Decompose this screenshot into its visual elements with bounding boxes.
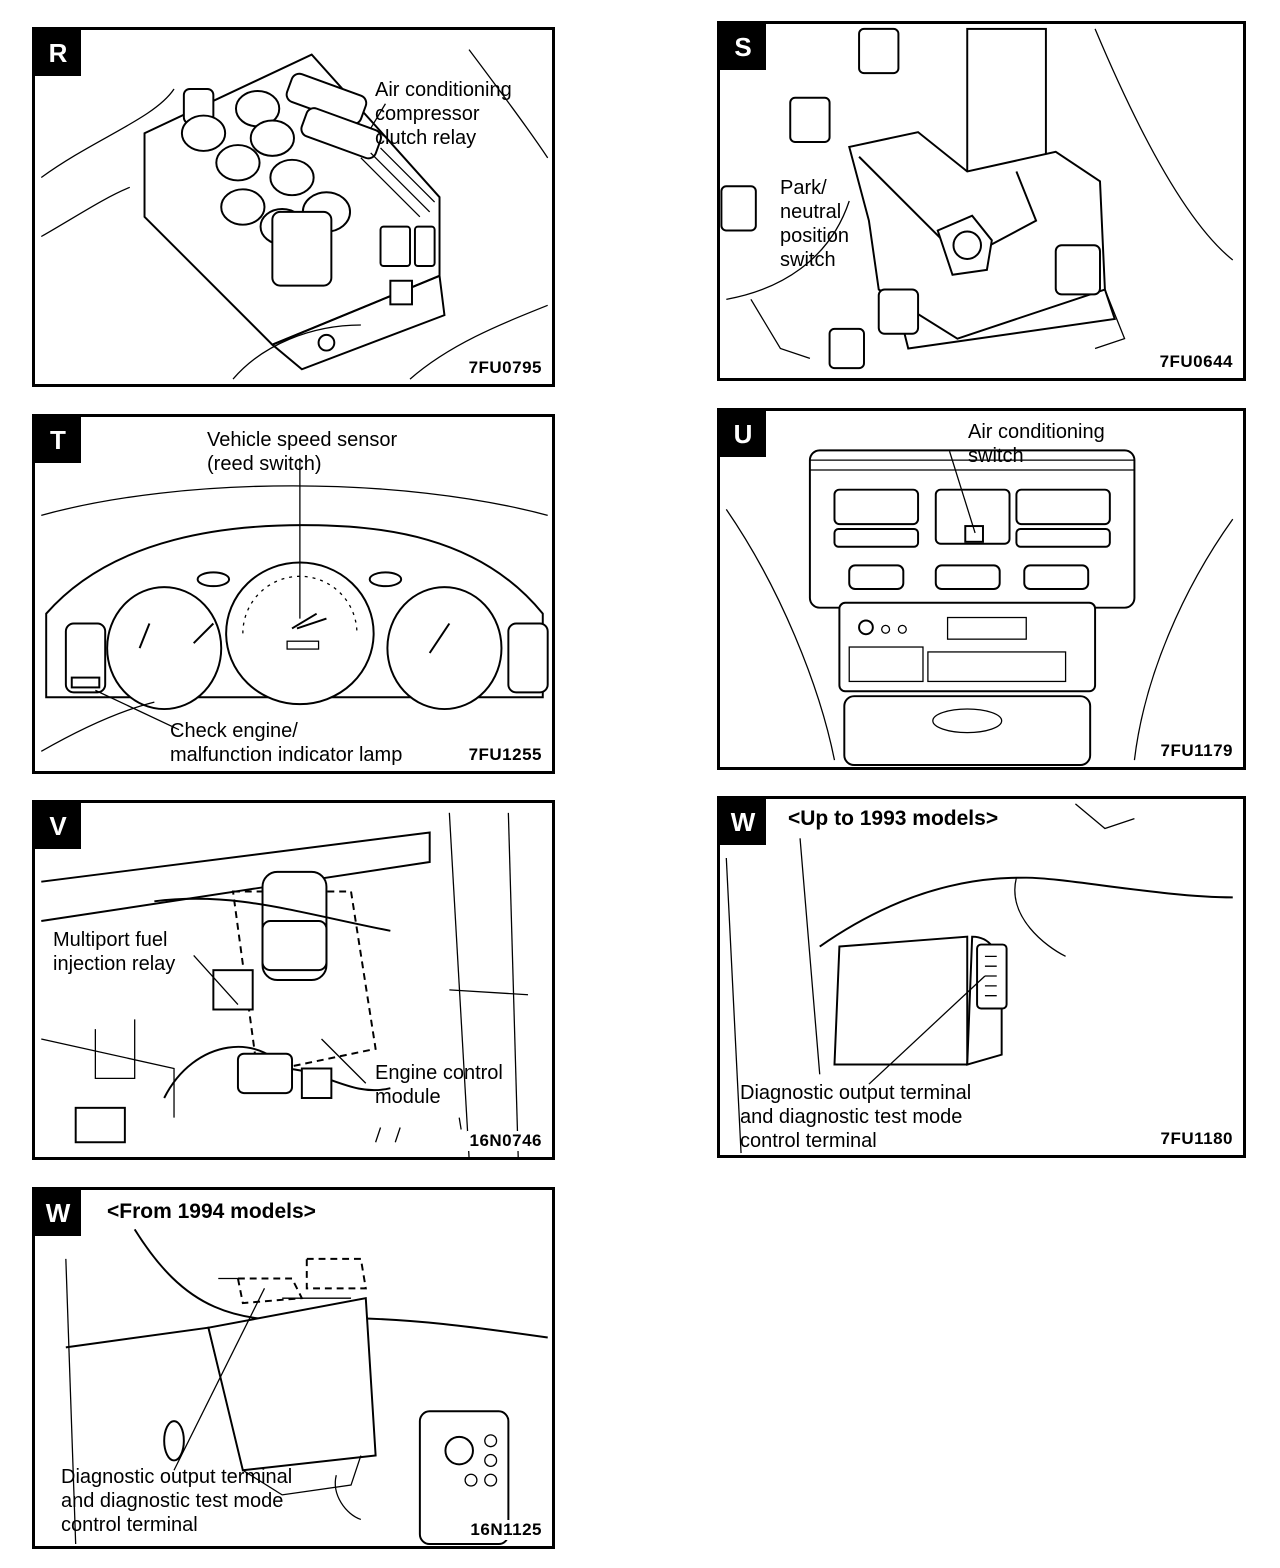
panel-letter: S — [720, 24, 766, 70]
label-multiport-fuel-injection-relay: Multiport fuel injection relay — [53, 929, 176, 975]
label-engine-control-module: Engine control module — [375, 1062, 503, 1108]
panel-s: S Park/ neutral position switch 7FU0644 — [717, 21, 1246, 381]
panel-t: T Vehicle speed sensor (reed switch) Che… — [32, 414, 555, 774]
panel-u: U Air conditioning switch 7FU1179 — [717, 408, 1246, 770]
label-diagnostic-terminal: Diagnostic output terminal and diagnosti… — [740, 1082, 972, 1152]
figure-code: 7FU0644 — [1157, 352, 1235, 372]
figure-code: 7FU1180 — [1158, 1129, 1235, 1149]
figure-code: 7FU0795 — [466, 358, 544, 378]
figure-code: 7FU1255 — [466, 745, 544, 765]
label-ac-compressor-clutch-relay: Air conditioning compressor clutch relay — [375, 79, 512, 149]
diagnostic-connector-1994-illustration — [65, 1228, 548, 1546]
label-vehicle-speed-sensor: Vehicle speed sensor (reed switch) — [207, 429, 398, 475]
figure-code: 7FU1179 — [1158, 741, 1235, 761]
label-check-engine-lamp: Check engine/ malfunction indicator lamp — [170, 720, 403, 766]
panel-header: <Up to 1993 models> — [788, 807, 999, 830]
figure-code: 16N0746 — [467, 1131, 544, 1151]
panel-w-up-to-1993: W <Up to 1993 models> Diagnostic output … — [717, 796, 1246, 1158]
panel-letter: T — [35, 417, 81, 463]
transmission-switch-illustration — [720, 27, 1234, 370]
engine-control-module-illustration — [41, 812, 529, 1157]
panel-letter: W — [35, 1190, 81, 1236]
center-console-illustration — [725, 449, 1234, 767]
figure-code: 16N1125 — [468, 1520, 544, 1540]
panel-header: <From 1994 models> — [107, 1200, 316, 1223]
instrument-cluster-illustration — [40, 458, 549, 752]
panel-letter: U — [720, 411, 766, 457]
label-diagnostic-terminal: Diagnostic output terminal and diagnosti… — [61, 1466, 293, 1536]
panel-w-from-1994: W <From 1994 models> Diagnostic output t… — [32, 1187, 555, 1549]
panel-v: V Multiport fuel injection relay Engine … — [32, 800, 555, 1160]
panel-letter: V — [35, 803, 81, 849]
panel-letter: W — [720, 799, 766, 845]
label-air-conditioning-switch: Air conditioning switch — [968, 421, 1105, 467]
diagnostic-connector-1993-illustration — [725, 803, 1233, 1154]
label-park-neutral-position-switch: Park/ neutral position switch — [780, 177, 849, 271]
fuse-relay-box-illustration — [40, 49, 549, 380]
panel-r: R Air conditioning compressor clutch rel… — [32, 27, 555, 387]
panel-letter: R — [35, 30, 81, 76]
